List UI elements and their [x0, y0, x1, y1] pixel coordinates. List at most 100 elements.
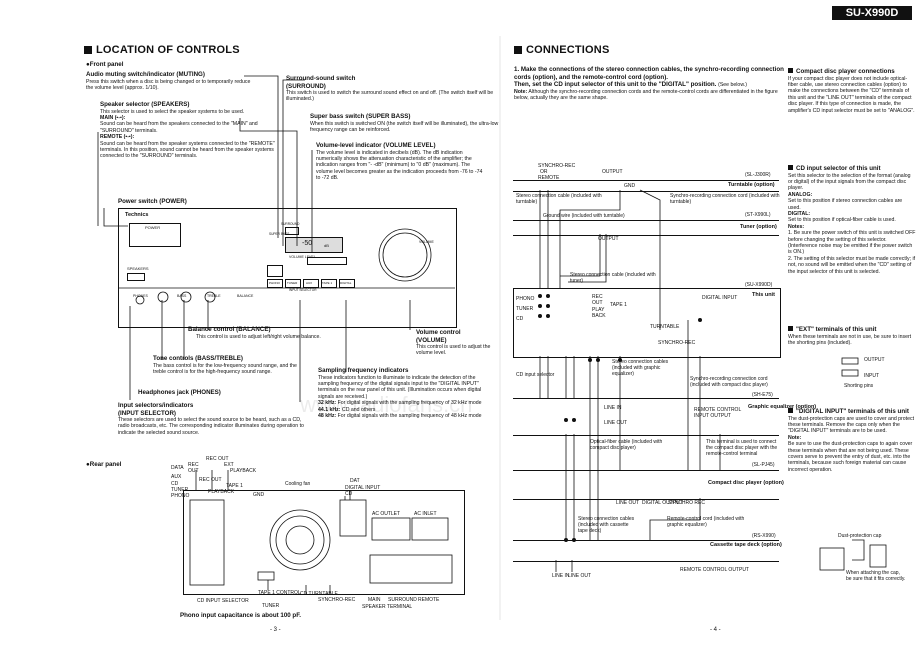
rear-ac-inlet: AC INLET — [414, 511, 437, 517]
volume-display: -50 dB — [285, 237, 343, 253]
volume-display-unit: dB — [324, 243, 329, 248]
d-turntable: TURNTABLE — [650, 324, 680, 330]
tone-text: The bass control is for the low-frequenc… — [153, 362, 297, 375]
input-phono[interactable]: PHONO — [267, 279, 283, 288]
d-synchro-rec-2: SYNCHRO-REC — [658, 340, 696, 346]
rear-cd-2: CD — [345, 491, 353, 497]
input-tuner[interactable]: TUNER — [285, 279, 301, 288]
muting-title: Audio muting switch/indicator (MUTING) — [86, 71, 205, 78]
power-button[interactable] — [129, 223, 181, 247]
d-output-2: OUTPUT — [598, 236, 619, 242]
d-digital-output: DIGITAL OUTPUT — [642, 500, 683, 506]
dig-title: "DIGITAL INPUT" terminals of this unit — [788, 408, 916, 416]
d-stereo-eq: Stereo connection cables (included with … — [612, 359, 669, 377]
rear-surround: SURROUND — [388, 597, 417, 603]
unit-label: This unit — [752, 292, 775, 298]
sampling-block: Sampling frequency indicators These indi… — [318, 367, 490, 419]
rear-digital-input: DIGITAL INPUT — [345, 485, 381, 491]
d-back: BACK — [592, 313, 606, 319]
d-cd-input-selector: CD input selector — [516, 372, 555, 378]
speakers-label: SPEAKERS — [127, 266, 149, 271]
speakers-remote-label: REMOTE (▪-▪): — [100, 134, 135, 141]
d-optical: Optical-fiber cable (included with compa… — [590, 439, 663, 451]
step1-note: Note: Although the synchro-recording con… — [514, 88, 778, 101]
square-bullet-icon — [788, 68, 793, 73]
sampling-title: Sampling frequency indicators — [318, 367, 409, 374]
d-stereo-tuner: Stereo connection cable (included with t… — [570, 272, 656, 284]
ext-section: "EXT" terminals of this unit When these … — [788, 326, 916, 346]
watermark: www.radiofans.cn — [300, 392, 473, 417]
tuner-label: Tuner (option) — [740, 224, 777, 230]
tone-title: Tone controls (BASS/TREBLE) — [153, 355, 243, 362]
surround-panel-label: SURROUND — [281, 222, 300, 226]
balance-title: Balance control (BALANCE) — [188, 326, 271, 333]
muting-button[interactable] — [267, 265, 283, 277]
rear-speaker-terminal: SPEAKER TERMINAL — [362, 604, 413, 610]
speakers-main-text: Sound can be heard from the speakers con… — [100, 121, 258, 134]
d-tuner: TUNER — [516, 306, 534, 312]
input-tape1[interactable]: TAPE 1 — [321, 279, 337, 288]
rear-out: OUT — [188, 468, 199, 474]
rear-tuner: TUNER — [171, 487, 189, 493]
cassette-label: Cassette tape deck (option) — [710, 542, 782, 548]
rear-cd: CD — [171, 481, 179, 487]
speakers-text: This selector is used to select the spea… — [100, 108, 245, 115]
surround-title: Surround-sound switch — [286, 75, 356, 82]
eq-label: Graphic equalizer (option) — [748, 404, 817, 410]
d-stereo-turntable: Stereo connection cable (included with t… — [516, 193, 602, 205]
turntable-model: (SL-J300R) — [745, 172, 771, 178]
d-output: OUTPUT — [602, 169, 623, 175]
volume-indicator-text: The volume level is indicated in decibel… — [316, 149, 483, 182]
power-label: POWER — [145, 225, 161, 230]
superbass-block: Super bass switch (SUPER BASS) When this… — [310, 113, 500, 133]
square-bullet-icon — [788, 408, 793, 413]
cd-sel-title: CD input selector of this unit — [788, 165, 916, 173]
cd-selector-section: CD input selector of this unit Set this … — [788, 165, 916, 275]
tuner-model: (ST-X990L) — [745, 212, 771, 218]
step1-text: 1. Make the connections of the stereo co… — [514, 66, 784, 81]
volume-indicator-title: Volume-level indicator (VOLUME LEVEL) — [316, 142, 436, 149]
volume-level-label: VOLUME LEVEL — [289, 255, 316, 259]
turntable-label: Turntable (option) — [728, 182, 775, 188]
page-number-right: - 4 - — [710, 627, 721, 633]
rear-cooling: Cooling fan — [285, 481, 311, 487]
volume-block: Volume control (VOLUME) This control is … — [416, 329, 496, 357]
d-cd: CD — [516, 316, 524, 322]
cd-conn-text: If your compact disc player does not inc… — [788, 75, 915, 114]
volume-indicator-block: Volume-level indicator (VOLUME LEVEL) Th… — [316, 142, 486, 182]
d-rec: REC — [592, 294, 603, 300]
d-out: OUT — [592, 300, 603, 306]
input-text: These selectors are used to select the s… — [118, 417, 304, 436]
d-remote-cord: Remote-control cord (included with graph… — [667, 516, 745, 528]
ext-input-label: INPUT — [864, 373, 879, 379]
ext-output-label: OUTPUT — [864, 357, 885, 363]
d-line-in: LINE IN — [604, 405, 622, 411]
unit-box — [513, 288, 781, 358]
input-digital[interactable]: DIGITAL — [339, 279, 355, 288]
eq-model: (SH-E75) — [752, 392, 773, 398]
d-synchro-cd: Synchro-recording connection cord (inclu… — [690, 376, 768, 388]
muting-block: Audio muting switch/indicator (MUTING) P… — [86, 71, 256, 91]
d-synchro-rec-3: SYNCHRO REC — [668, 500, 705, 506]
input-aux[interactable]: AUX — [303, 279, 319, 288]
rear-rec-out-2: REC OUT — [199, 477, 222, 483]
speakers-selector[interactable] — [127, 273, 145, 281]
speakers-remote-text: Sound can be heard from the speaker syst… — [100, 140, 275, 160]
volume-panel-label: VOLUME — [419, 240, 434, 244]
rear-ac-outlet: AC OUTLET — [372, 511, 401, 517]
input-title-2: (INPUT SELECTOR) — [118, 409, 176, 417]
eq-box — [513, 398, 779, 436]
square-bullet-icon — [788, 326, 793, 331]
cd-connections-section: Compact disc player connections If your … — [788, 68, 916, 114]
d-play: PLAY — [592, 307, 605, 313]
cassette-box — [513, 540, 779, 562]
d-input-output: INPUT OUTPUT — [694, 413, 731, 419]
rear-cd-turntable: CD TURNTABLE — [300, 591, 338, 597]
surround-button[interactable] — [285, 227, 299, 235]
square-bullet-icon — [514, 46, 522, 54]
speakers-title: Speaker selector (SPEAKERS) — [100, 101, 190, 108]
volume-text: This control is used to adjust the volum… — [416, 344, 491, 357]
turntable-box — [513, 180, 779, 192]
front-panel-drawing: Technics POWER SPEAKERS -50 dB VOLUME LE… — [118, 208, 457, 328]
